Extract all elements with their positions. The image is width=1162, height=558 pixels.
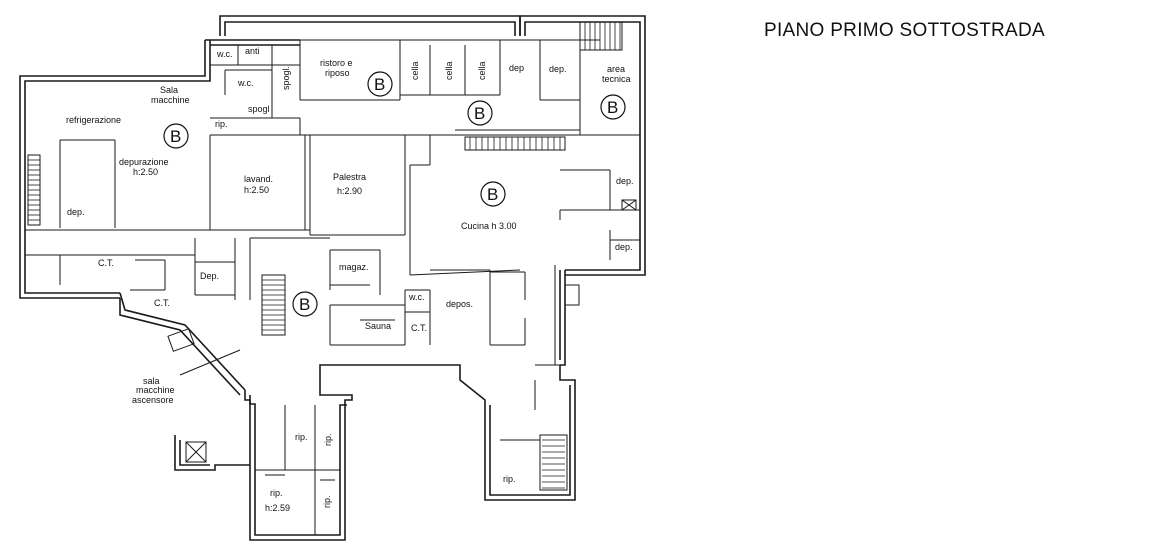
label-ct-2: C.T. (154, 298, 170, 308)
b-marker: B (367, 71, 393, 97)
b-marker: B (292, 291, 318, 317)
label-wc-3: w.c. (408, 292, 425, 302)
label-dep-3: dep. (616, 176, 634, 186)
label-spogl-2: spogl (248, 104, 270, 114)
b-marker: B (467, 100, 493, 126)
label-rip-1: rip. (215, 119, 228, 129)
stairs (27, 21, 623, 491)
label-cella-1: cella (410, 61, 420, 80)
svg-text:B: B (474, 104, 485, 123)
label-cucina: Cucina h 3.00 (461, 221, 517, 231)
interior-walls (25, 39, 640, 535)
label-sala-2: macchine (151, 95, 190, 105)
label-ristoro-1: ristoro e (320, 58, 353, 68)
label-wc-1: w.c. (216, 49, 233, 59)
b-marker: B (480, 181, 506, 207)
label-ct-3: C.T. (411, 323, 427, 333)
label-dep-cap: Dep. (200, 271, 219, 281)
label-rip-2: rip. (295, 432, 308, 442)
label-sala-1: Sala (160, 85, 178, 95)
label-dep-1: dep (509, 63, 524, 73)
label-dep-2: dep. (549, 64, 567, 74)
room-labels: w.c. anti w.c. spogl. spogl ristoro e ri… (66, 46, 634, 513)
label-area-2: tecnica (602, 74, 631, 84)
label-rip-4: rip. (270, 488, 283, 498)
label-depos: depos. (446, 299, 473, 309)
label-ristoro-2: riposo (325, 68, 350, 78)
label-rip-7: rip. (503, 474, 516, 484)
label-lavand-2: h:2.50 (244, 185, 269, 195)
b-markers: B B B B B B (163, 71, 626, 317)
label-spogl-1: spogl. (281, 66, 291, 90)
b-marker: B (163, 123, 189, 149)
label-sala-asc-2: macchine (136, 385, 175, 395)
label-dep-4: dep. (67, 207, 85, 217)
label-rip-6: rip. (322, 495, 332, 508)
label-refrigerazione: refrigerazione (66, 115, 121, 125)
label-palestra-1: Palestra (333, 172, 366, 182)
label-dep-5: dep. (615, 242, 633, 252)
label-depurazione-2: h:2.50 (133, 167, 158, 177)
svg-text:B: B (487, 185, 498, 204)
svg-text:B: B (170, 127, 181, 146)
label-palestra-2: h:2.90 (337, 186, 362, 196)
label-cella-3: cella (477, 61, 487, 80)
label-cella-2: cella (444, 61, 454, 80)
b-marker: B (600, 94, 626, 120)
label-sala-asc-3: ascensore (132, 395, 174, 405)
label-sala-asc-1: sala (143, 376, 160, 386)
svg-text:B: B (607, 98, 618, 117)
svg-text:B: B (374, 75, 385, 94)
label-sauna: Sauna (365, 321, 391, 331)
label-magaz: magaz. (339, 262, 369, 272)
label-area-1: area (607, 64, 625, 74)
label-depurazione-1: depurazione (119, 157, 169, 167)
label-ct-1: C.T. (98, 258, 114, 268)
label-lavand-1: lavand. (244, 174, 273, 184)
label-rip-5: h:2.59 (265, 503, 290, 513)
svg-text:B: B (299, 295, 310, 314)
label-rip-3: rip. (323, 433, 333, 446)
page-title: PIANO PRIMO SOTTOSTRADA (764, 20, 1046, 41)
label-wc-2: w.c. (237, 78, 254, 88)
label-anti: anti (245, 46, 260, 56)
outer-walls (19, 15, 646, 541)
